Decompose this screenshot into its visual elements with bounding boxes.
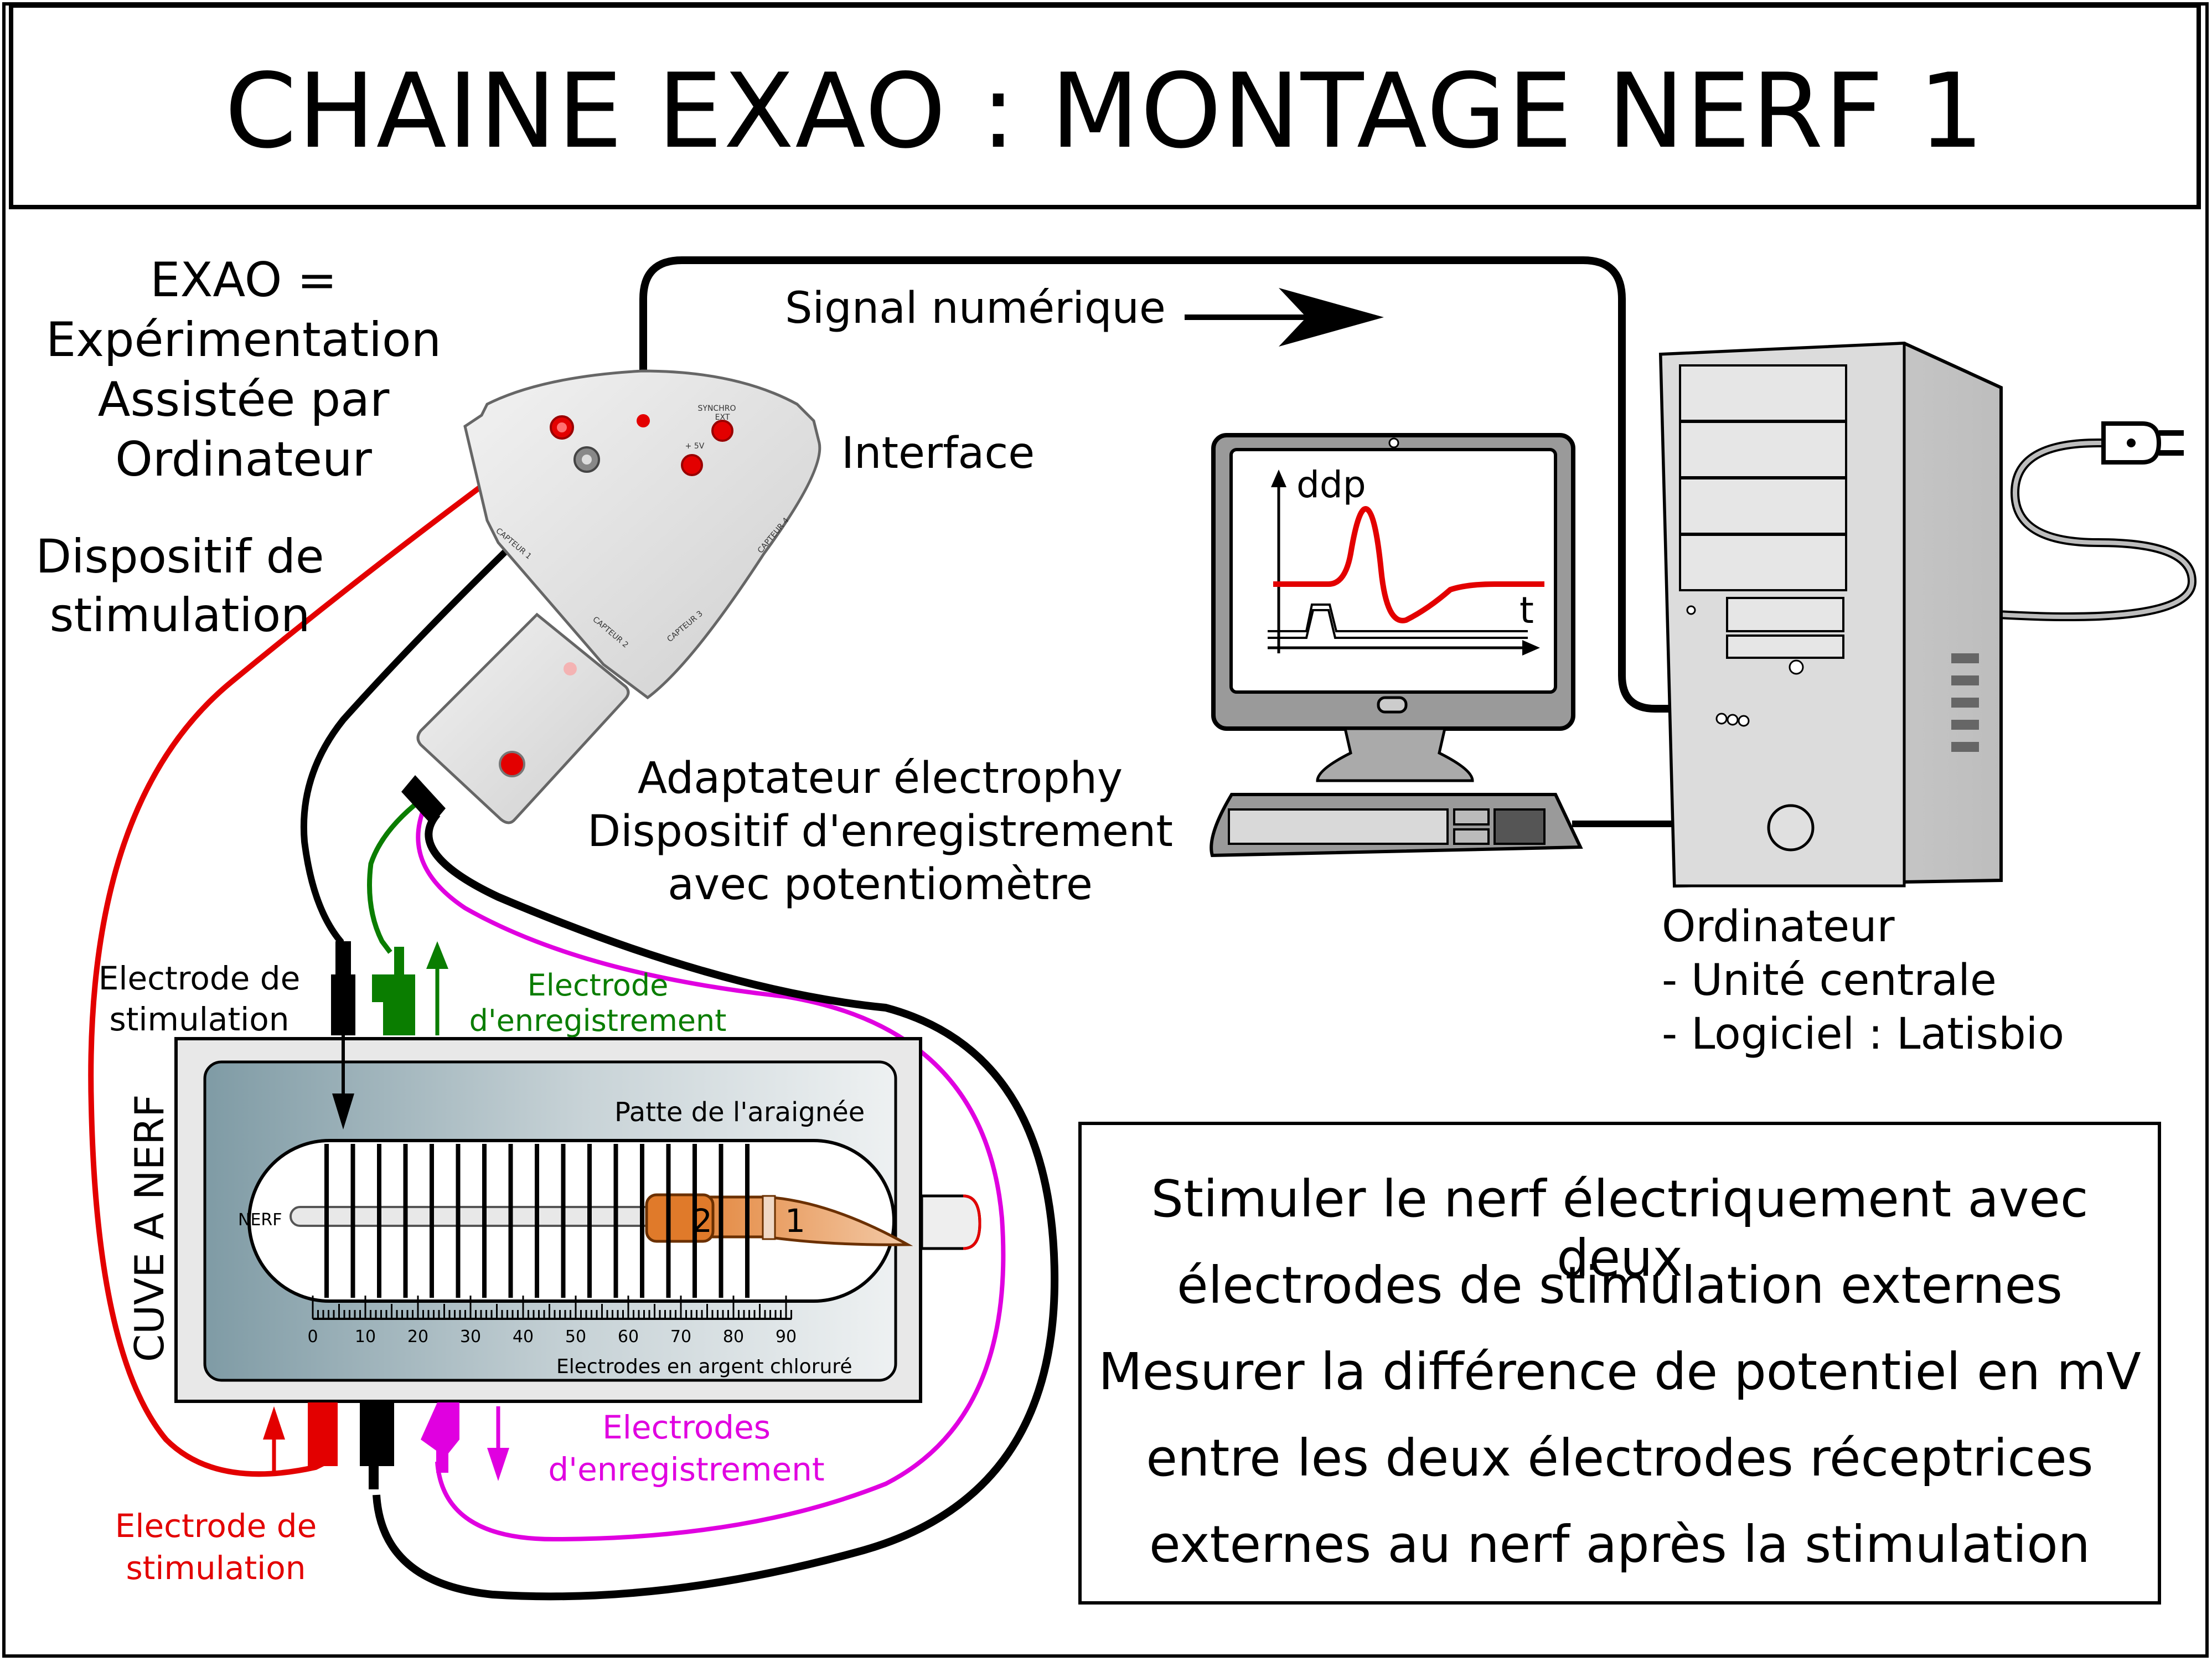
graph-xlabel: t [1520,589,1534,632]
ruler-label: 0 [307,1327,318,1347]
record-wire-magenta [416,802,1006,1542]
electrode-stim-top-line1: Electrode de [98,960,301,997]
electrodes-enr-bottom-line2: d'enregistrement [548,1451,825,1488]
ruler-labels: 0 10 20 30 40 50 60 70 80 90 [307,1327,797,1347]
record-wire-black [373,811,1059,1601]
adaptateur-device [401,612,630,825]
electrode-number-2: 2 [692,1202,712,1240]
signal-cable [639,256,1672,713]
ordinateur-label: Ordinateur - Unité centrale - Logiciel :… [1662,900,2064,1061]
keyboard [1210,793,1583,858]
interface-synchro: SYNCHRO [698,404,736,413]
ruler-label: 70 [670,1327,691,1347]
adaptateur-line1: Adaptateur électrophy [637,754,1123,803]
cuve-nerf: 0 10 20 30 40 50 60 70 80 90 [174,1037,981,1403]
stim-pulse-trace [1268,609,1528,639]
electrode-bars [324,1144,750,1298]
dispositif-stimulation-label: Dispositif de stimulation [17,527,343,644]
exao-line1: EXAO = [150,252,337,308]
info-line3: Mesurer la différence de potentiel en mV [1098,1342,2141,1401]
patte-label: Patte de l'araignée [614,1097,865,1128]
adaptateur-line3: avec potentiomètre [668,860,1093,910]
ordinateur-line2: - Unité centrale [1662,956,1997,1005]
info-line1: Stimuler le nerf électriquement avec deu… [1151,1169,2089,1288]
adaptateur-label: Adaptateur électrophy Dispositif d'enreg… [581,752,1179,911]
info-box: Stimuler le nerf électriquement avec deu… [1078,1122,2161,1605]
nerf-label: NERF [238,1210,282,1230]
page-title: CHAINE EXAO : MONTAGE NERF 1 [224,51,1986,171]
ordinateur-line3: - Logiciel : Latisbio [1662,1009,2065,1059]
ruler-label: 60 [618,1327,639,1347]
exao-line2: Expérimentation [45,312,442,368]
electrodes-enr-bottom-label: Electrodes d'enregistrement [509,1406,864,1490]
tower-pc [1658,341,2003,888]
graph-ylabel: ddp [1296,463,1366,506]
info-line2: électrodes de stimulation externes [1177,1256,2063,1315]
electrode-stim-bottom-line1: Electrode de [115,1507,317,1545]
electrode-stim-top-label: Electrode de stimulation [77,958,321,1040]
record-wire-green [367,798,422,954]
electrode-stim-bottom-line2: stimulation [126,1549,306,1587]
exao-definition: EXAO = Expérimentation Assistée par Ordi… [22,250,465,489]
power-plug-icon [2101,421,2184,465]
ordinateur-line1: Ordinateur [1662,902,1895,952]
bottom-connectors [308,1402,459,1489]
cuve-label: CUVE A NERF [126,1094,173,1362]
electrode-enr-top-line1: Electrode [527,968,669,1003]
electrodes-argent-label: Electrodes en argent chloruré [556,1355,852,1378]
info-line5: externes au nerf après la stimulation [1149,1515,2090,1574]
electrode-enr-top-line2: d'enregistrement [469,1003,727,1038]
electrode-stim-top-line2: stimulation [109,1000,290,1038]
stim-wire-red [88,426,561,1477]
ddp-trace [1273,506,1544,623]
interface-device: SYNCHRO EXT + 5V CAPTEUR 1 CAPTEUR 2 CAP… [463,369,821,700]
signal-arrow-head [1279,288,1384,347]
ruler-label: 90 [776,1327,797,1347]
ruler-minor-ticks [312,1296,792,1319]
monitor: ddp t [1211,433,1575,782]
info-line4: entre les deux électrodes réceptrices [1146,1428,2094,1488]
electrodes-enr-bottom-line1: Electrodes [602,1409,771,1446]
electrode-number-1: 1 [785,1202,805,1240]
ruler-label: 20 [407,1327,428,1347]
electrode-enr-top-label: Electrode d'enregistrement [443,968,753,1039]
dispositif-line2: stimulation [49,588,311,642]
ruler-label: 30 [460,1327,481,1347]
interface-label: Interface [841,429,1035,478]
exao-line4: Ordinateur [115,432,372,487]
ruler-label: 80 [723,1327,744,1347]
interface-ext: EXT [715,413,730,422]
ruler-label: 10 [355,1327,376,1347]
interface-5v: + 5V [685,442,705,451]
electrode-stim-bottom-label: Electrode de stimulation [89,1505,343,1589]
ruler-label: 40 [513,1327,534,1347]
ground-wire-black [300,473,587,974]
power-cable [1998,439,2197,621]
adaptateur-line2: Dispositif d'enregistrement [587,807,1173,857]
signal-numerique-label: Signal numérique [785,283,1166,333]
top-connectors [331,941,415,1035]
exao-line3: Assistée par [97,372,390,427]
dispositif-line1: Dispositif de [35,529,324,584]
title-box: CHAINE EXAO : MONTAGE NERF 1 [9,3,2201,209]
ruler-label: 50 [565,1327,586,1347]
